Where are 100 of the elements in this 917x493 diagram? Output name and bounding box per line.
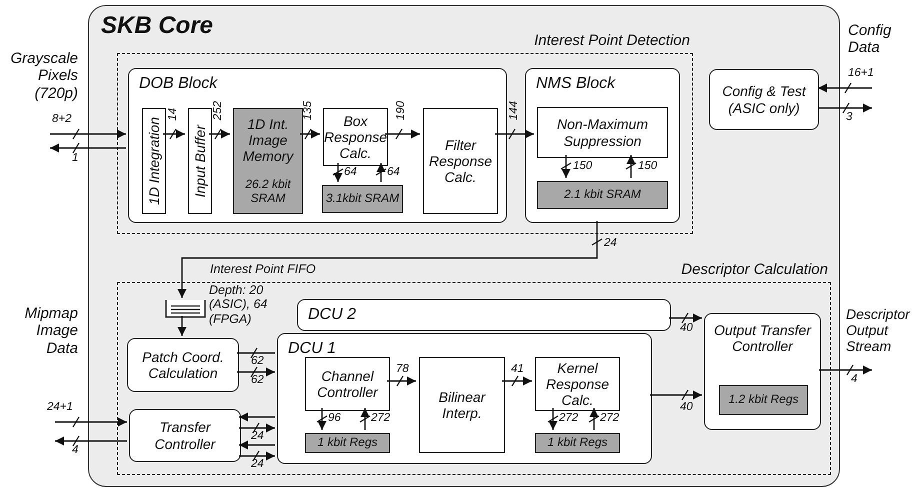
arrow: [650, 390, 702, 400]
arrow: [50, 130, 126, 138]
arrow: [376, 163, 386, 182]
process-box: [709, 69, 819, 130]
arrow: [239, 452, 275, 460]
port-label: Config Data: [848, 22, 892, 56]
box-label: Non-Maximum Suppression: [556, 116, 649, 149]
box-label: Box Response Calc.: [322, 112, 388, 162]
region-title: Descriptor Calculation: [681, 261, 828, 278]
bus-width-label: 8+2: [52, 114, 72, 126]
arrow: [55, 418, 127, 426]
annotation-text: Depth: 20 (ASIC), 64 (FPGA): [209, 283, 268, 326]
bus-width-label: 272: [371, 413, 390, 424]
process-box: [129, 409, 241, 462]
arrow: [178, 221, 598, 298]
box-label: 1.2 kbit Regs: [727, 393, 800, 407]
arrow: [818, 104, 872, 112]
arrow: [318, 408, 326, 430]
process-box: [142, 108, 166, 214]
arrow: [239, 424, 275, 432]
arrow: [387, 376, 416, 386]
bus-width-label: 24: [251, 459, 264, 470]
core-title: SKB Core: [101, 12, 214, 40]
bus-width-label: 150: [573, 161, 592, 172]
process-box: [419, 357, 505, 453]
arrow: [819, 366, 872, 374]
bus-width-label: 4: [72, 445, 78, 456]
bus-width-label: 4: [851, 374, 858, 386]
arrow: [385, 130, 420, 138]
region-title: Interest Point Detection: [534, 32, 690, 49]
arrow: [300, 130, 320, 138]
annotation-text: Interest Point FIFO: [210, 262, 317, 276]
arrow: [50, 144, 126, 152]
arrow: [334, 163, 342, 182]
connector-line: [237, 352, 275, 354]
box-label: 3.1kbit SRAM: [324, 192, 400, 206]
bus-width-label: 62: [251, 356, 264, 368]
bus-width-label: 1: [72, 153, 78, 164]
memory-block: [537, 181, 668, 209]
arrow: [502, 376, 532, 386]
arrow: [55, 436, 127, 446]
bus-width-label: 190: [396, 101, 408, 120]
box-label: Filter Response Calc.: [428, 136, 494, 186]
box-label: Config & Test (ASIC only): [721, 83, 808, 116]
port-label: Grayscale Pixels (720p): [9, 50, 78, 102]
box-label: Transfer Controller: [154, 419, 217, 452]
block-panel: [297, 299, 671, 331]
block-title: DCU 1: [288, 340, 336, 358]
bus-width-label: 24+1: [47, 402, 73, 414]
box-label: Channel Controller: [316, 368, 380, 400]
block-panel: [128, 68, 507, 223]
process-box: [535, 357, 620, 411]
memory-block: [305, 433, 390, 453]
fifo-buffer-symbol: [165, 300, 206, 318]
arrow: [590, 408, 598, 430]
arrow: [495, 130, 534, 138]
process-box: [423, 108, 498, 214]
bus-width-label: 144: [509, 101, 520, 120]
arrow: [548, 408, 558, 430]
arrow: [237, 368, 275, 376]
core-panel: [88, 5, 840, 487]
box-label: 2.1 kbit SRAM: [563, 188, 642, 202]
bus-width-label: 150: [638, 161, 658, 172]
process-box: [127, 338, 239, 392]
process-box: [188, 108, 212, 214]
memory-block: [322, 185, 403, 213]
bus-width-label: 40: [680, 323, 693, 334]
memory-block: [233, 108, 303, 214]
box-label: Input Buffer: [190, 124, 209, 198]
box-label: 1D Int. Image Memory: [242, 116, 295, 164]
bus-width-label: 96: [328, 413, 341, 424]
box-label: Bilinear Interp.: [438, 388, 487, 422]
box-label: Kernel Response Calc.: [544, 360, 610, 408]
process-box: [704, 313, 821, 430]
process-box: [305, 357, 390, 411]
arrow: [163, 130, 185, 138]
bus-width-label: 62: [251, 375, 264, 386]
bus-width-label: 272: [600, 413, 620, 424]
block-title: NMS Block: [536, 75, 616, 93]
box-label: Output Transfer Controller: [712, 322, 812, 354]
box-label: Patch Coord. Calculation: [141, 348, 225, 382]
arrow: [818, 84, 872, 92]
arrow: [239, 440, 275, 450]
bus-width-label: 14: [168, 108, 180, 121]
bus-width-label: 64: [387, 167, 400, 178]
bus-width-label: 41: [511, 364, 524, 376]
box-label: 26.2 kbit SRAM: [244, 178, 292, 206]
bus-width-label: 24: [604, 238, 617, 250]
arrow: [239, 412, 275, 422]
bus-width-label: 252: [213, 101, 224, 120]
arrow: [360, 408, 370, 430]
arrow: [209, 130, 230, 138]
box-label: 1 kbit Regs: [316, 436, 379, 450]
bus-width-label: 3: [846, 112, 852, 124]
bus-width-label: 64: [344, 167, 357, 178]
box-label: 1D Integration: [144, 117, 163, 205]
arrow: [669, 314, 702, 322]
arrow: [178, 316, 186, 336]
block-panel: [277, 333, 652, 464]
memory-block: [535, 433, 620, 453]
